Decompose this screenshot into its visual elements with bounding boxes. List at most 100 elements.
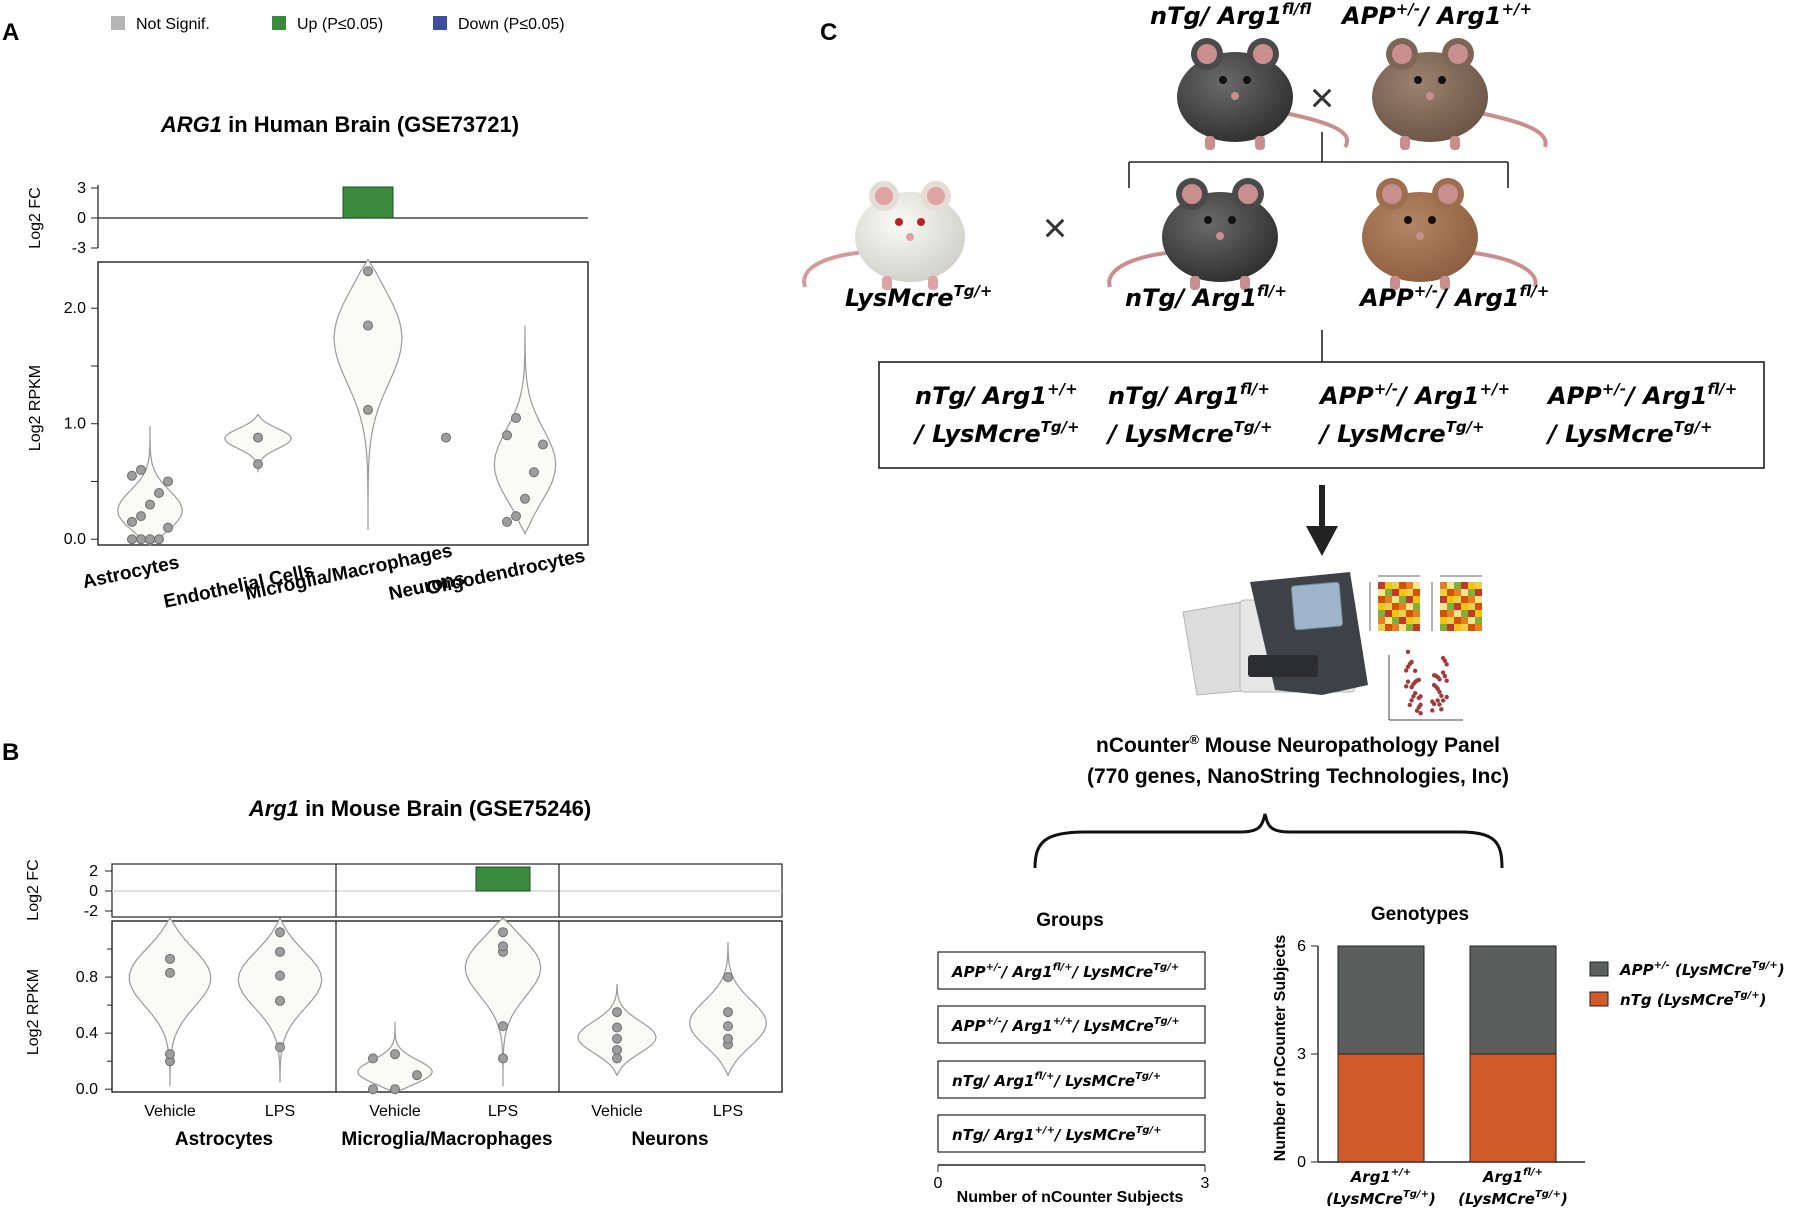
- groups-label-text: / LysMCre: [1071, 963, 1154, 981]
- genotypes-legend-sup: +/-: [1654, 960, 1670, 971]
- chart-b-condition-label: LPS: [265, 1103, 295, 1120]
- mouse-app-parent: [1372, 38, 1548, 150]
- volcano-point: [1414, 708, 1420, 713]
- chart-b-point: [165, 1049, 175, 1060]
- heatmap-cell: [1406, 624, 1413, 631]
- f2-label-text: APP: [1546, 382, 1602, 410]
- heatmap-cell: [1454, 624, 1461, 631]
- chart-b-point: [275, 1042, 285, 1053]
- legend-label-down: Down (P≤0.05): [458, 16, 565, 33]
- chart-a-point: [502, 430, 512, 441]
- chart-a-fc-tick-label: -3: [72, 240, 86, 257]
- heatmap-cell: [1447, 603, 1454, 610]
- groups-bar-label: APP+/-/ Arg1+/+/ LysMCreTg/+: [951, 1016, 1180, 1035]
- chart-a-point: [127, 470, 137, 481]
- panel-detail: (770 genes, NanoString Technologies, Inc…: [1087, 765, 1509, 788]
- parent-app-sup2: +/+: [1501, 0, 1532, 18]
- parent-app-text: APP: [1340, 2, 1396, 30]
- chart-a-point: [163, 476, 173, 487]
- label-lysmcre-text: LysMcre: [845, 284, 953, 312]
- heatmap-cell: [1413, 617, 1420, 624]
- genotypes-legend-label: APP+/- (LysMCreTg/+): [1619, 960, 1785, 979]
- heatmap-cell: [1385, 617, 1392, 624]
- chart-b-point: [275, 927, 285, 938]
- f2-label-text: nTg/ Arg1: [1108, 382, 1240, 410]
- mouse-paw: [1255, 136, 1265, 150]
- volcano-point: [1409, 698, 1414, 703]
- mouse-eye-left: [1219, 76, 1227, 84]
- heatmap-cell: [1461, 617, 1468, 624]
- heatmap-cell: [1461, 596, 1468, 603]
- volcano-point: [1439, 707, 1444, 712]
- legend-label-up: Up (P≤0.05): [297, 16, 383, 33]
- heatmap-cell: [1475, 582, 1482, 589]
- mouse-nose: [1416, 232, 1424, 240]
- machine-slot: [1248, 655, 1318, 677]
- mouse-paw: [882, 276, 892, 290]
- panel-name-rest: Mouse Neuropathology Panel: [1199, 734, 1500, 757]
- heatmap-cell: [1454, 589, 1461, 596]
- chart-a-fc-bar: [342, 186, 394, 219]
- heatmap-cell: [1468, 617, 1475, 624]
- chart-b-point: [368, 1084, 378, 1095]
- genotypes-bar-segment: [1469, 1053, 1557, 1163]
- chart-b-point: [275, 970, 285, 981]
- parent-app-text2: / Arg1: [1417, 2, 1501, 30]
- chart-a-point: [363, 404, 373, 415]
- chart-a-point: [363, 266, 373, 277]
- mouse-eye-right: [1428, 216, 1436, 224]
- chart-a-point: [441, 432, 451, 443]
- chart-a-title-gene: ARG1: [160, 112, 222, 137]
- chart-a-fc-tick-label: 3: [77, 180, 86, 197]
- volcano-point: [1442, 658, 1448, 663]
- chart-b-point: [723, 1033, 733, 1044]
- legend-swatch-down: [433, 16, 447, 30]
- chart-b-point: [165, 967, 175, 978]
- heatmap-cell: [1461, 624, 1468, 631]
- heatmap-cell: [1406, 610, 1413, 617]
- f2-label-sup: +/+: [1479, 380, 1510, 398]
- chart-b-y-tick-label: 0.8: [76, 969, 98, 986]
- groups-label-sup: Tg/+: [1154, 1016, 1180, 1027]
- chart-b-condition-label: Vehicle: [144, 1103, 196, 1120]
- heatmap-cell: [1461, 610, 1468, 617]
- legend-swatch-up: [272, 16, 286, 30]
- machine-screen: [1290, 581, 1344, 631]
- groups-label-sup: +/+: [1035, 1125, 1055, 1136]
- heatmap-cell: [1413, 610, 1420, 617]
- groups-label-sup: +/+: [1053, 1016, 1073, 1027]
- genotypes-legend-swatch: [1589, 991, 1609, 1007]
- panel-b: B Arg1 in Mouse Brain (GSE75246) Log2 FC…: [2, 739, 783, 1150]
- genotypes-legend-label: nTg (LysMCreTg/+): [1620, 990, 1767, 1009]
- mouse-ntg-f1: [1107, 178, 1278, 290]
- f2-label-text: / Arg1: [1623, 382, 1707, 410]
- heatmap-cell: [1378, 596, 1385, 603]
- cross-symbol: ×: [1310, 74, 1335, 121]
- heatmap-cell: [1447, 582, 1454, 589]
- heatmap-cell: [1406, 596, 1413, 603]
- chart-b-point: [723, 1021, 733, 1032]
- chart-a-point: [502, 516, 512, 527]
- genotypes-cat-sup: fl/+: [1523, 1167, 1543, 1178]
- panel-letter-b: B: [2, 739, 19, 766]
- f2-label-sup: Tg/+: [1041, 418, 1080, 436]
- genotypes-y-tick-label: 6: [1297, 938, 1306, 955]
- heatmap-cell: [1385, 603, 1392, 610]
- genotypes-legend-sup: Tg/+: [1752, 960, 1778, 971]
- chart-b-point: [498, 1053, 508, 1064]
- heatmap-cell: [1447, 617, 1454, 624]
- mouse-ear-left-inner: [1382, 184, 1402, 204]
- mouse-nose: [1426, 92, 1434, 100]
- chart-a-frame: [97, 261, 589, 546]
- groups-label-text: / Arg1: [1000, 1017, 1053, 1035]
- label-lysmcre-sup: Tg/+: [953, 282, 992, 300]
- chart-b-fc-ylabel: Log2 FC: [25, 859, 42, 920]
- chart-a-violin: [333, 258, 403, 530]
- heatmap-cell: [1413, 603, 1420, 610]
- label-ntg-f1-text: nTg/ Arg1: [1125, 284, 1257, 312]
- panel-a: A Not Signif. Up (P≤0.05) Down (P≤0.05) …: [2, 16, 589, 613]
- mouse-ear-right-inner: [1448, 44, 1468, 64]
- heatmap-cell: [1440, 617, 1447, 624]
